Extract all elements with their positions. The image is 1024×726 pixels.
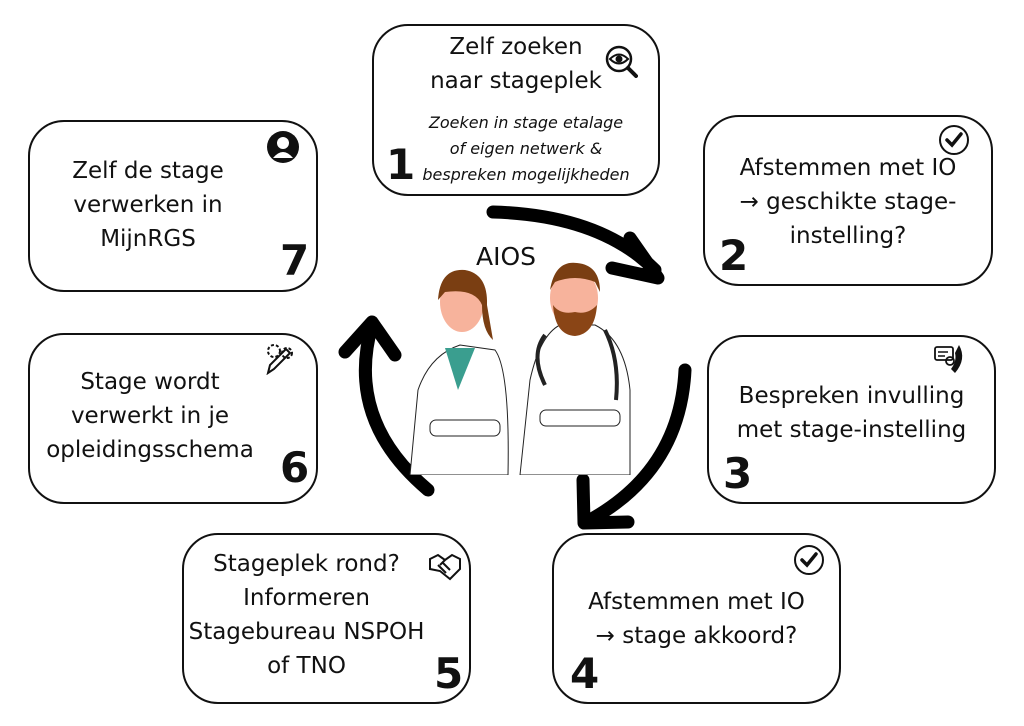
gears-pencil-icon (266, 344, 293, 375)
step-4-title: Afstemmen met IO → stage akkoord? (588, 589, 805, 649)
step-6-title: Stage wordt verwerkt in je opleidingssch… (46, 369, 254, 463)
step-1-subtitle: Zoeken in stage etalage of eigen netwerk… (422, 113, 630, 184)
step-4-box: Afstemmen met IO → stage akkoord? 4 (552, 533, 841, 704)
arrow-3-to-4-head (576, 473, 635, 530)
check-circle-icon (794, 545, 824, 575)
arrow-1-to-2-head (605, 231, 665, 285)
step-5-title: Stageplek rond? Informeren Stagebureau N… (188, 551, 425, 679)
check-circle-icon (939, 125, 969, 155)
step-3-number: 3 (723, 449, 753, 498)
doctors-illustration (409, 262, 631, 475)
arrow-3-to-4 (583, 363, 692, 527)
aios-label: AIOS (476, 242, 537, 271)
phone-chat-icon (934, 345, 963, 373)
handshake-icon (429, 553, 461, 581)
step-2-title: Afstemmen met IO → geschikte stage- inst… (739, 155, 957, 249)
step-3-box: Bespreken invulling met stage-instelling… (707, 335, 996, 504)
step-1-box: Zelf zoeken naar stageplek Zoeken in sta… (372, 24, 660, 196)
arrow-6-to-7 (358, 318, 435, 497)
step-2-box: Afstemmen met IO → geschikte stage- inst… (703, 115, 993, 286)
step-6-box: Stage wordt verwerkt in je opleidingssch… (28, 333, 318, 504)
step-5-box: Stageplek rond? Informeren Stagebureau N… (182, 533, 471, 704)
step-4-number: 4 (570, 649, 600, 698)
step-6-number: 6 (280, 443, 310, 492)
step-7-box: Zelf de stage verwerken in MijnRGS 7 (28, 120, 318, 292)
step-7-title: Zelf de stage verwerken in MijnRGS (72, 158, 224, 252)
arrow-6-to-7-head (338, 315, 402, 362)
step-5-number: 5 (434, 649, 464, 698)
user-circle-icon (267, 131, 299, 163)
step-1-title: Zelf zoeken naar stageplek (430, 34, 602, 94)
step-7-number: 7 (280, 236, 310, 285)
step-1-number: 1 (386, 140, 416, 189)
step-2-number: 2 (719, 231, 749, 280)
step-3-title: Bespreken invulling met stage-instelling (736, 383, 967, 443)
magnifier-eye-icon (605, 45, 638, 78)
